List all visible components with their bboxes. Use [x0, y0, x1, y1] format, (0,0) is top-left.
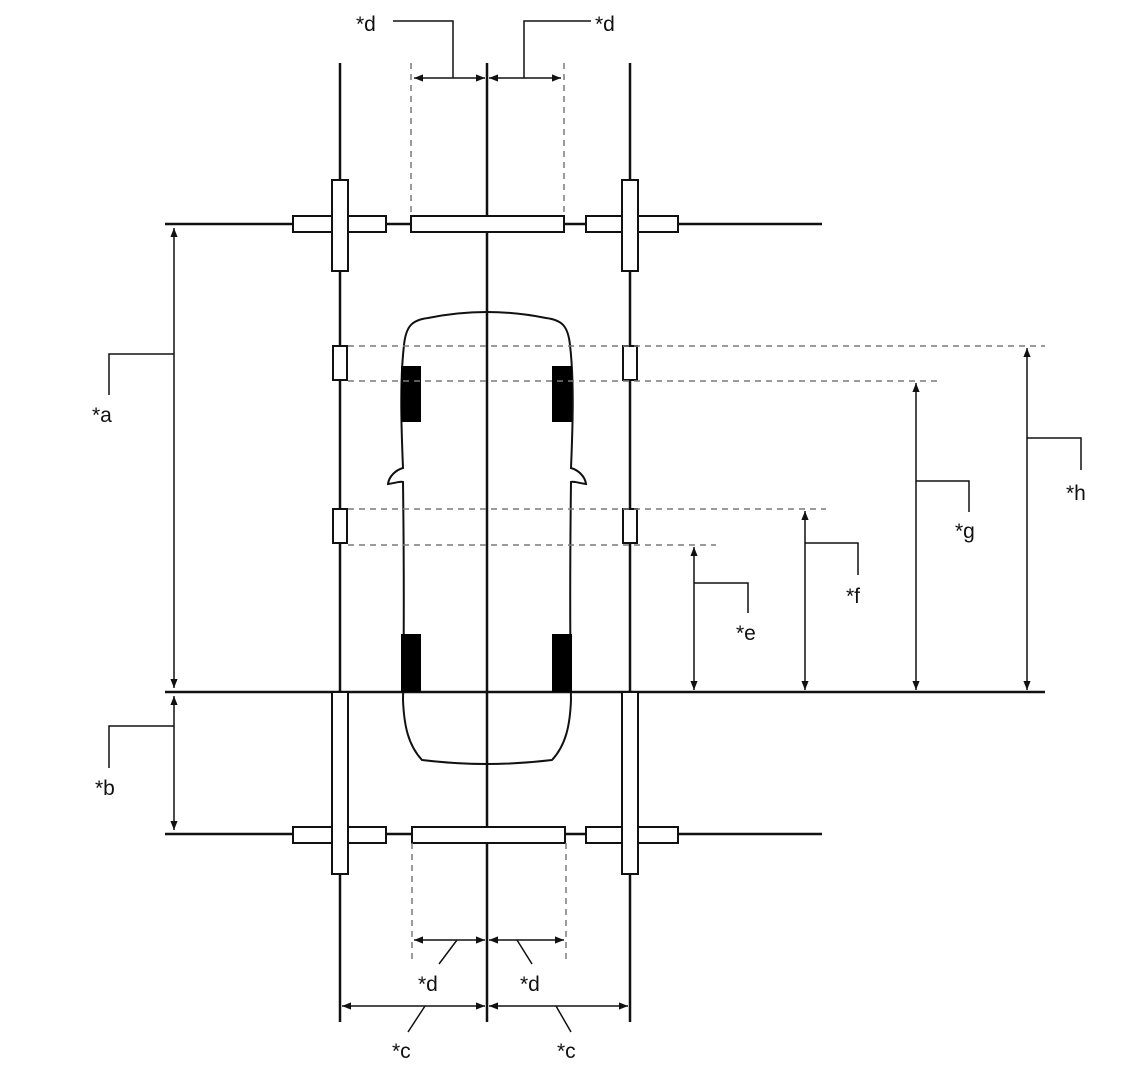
marker-block-left-lower [332, 508, 348, 544]
marker-block-left-upper [332, 345, 348, 381]
dashed-reference-lines [348, 63, 1045, 960]
label-d-top-left: *d [356, 13, 376, 36]
marker-block-right-lower [622, 508, 638, 544]
reference-lines [165, 63, 1045, 1022]
label-c-right: *c [557, 1040, 576, 1063]
leader-e [694, 582, 749, 613]
label-h: *h [1066, 482, 1086, 505]
leader-d-top-left [393, 20, 454, 78]
top-center-bar [410, 215, 565, 233]
plates [292, 179, 679, 875]
dimension-labels: *a *b *c *c *d *d *d *d *e *f *g *h [92, 13, 1086, 1063]
bottom-center-bar [411, 826, 566, 844]
leader-h [1027, 437, 1082, 470]
vehicle [386, 311, 588, 765]
dimension-arrows [170, 74, 1031, 1010]
label-g: *g [955, 520, 975, 543]
leader-d-top-right [523, 20, 591, 78]
label-d-top-right: *d [595, 13, 615, 36]
label-e: *e [736, 622, 756, 645]
bottom-right-cross-vertical [621, 691, 639, 875]
leader-d-bottom-left [438, 939, 458, 965]
leader-c-right [555, 1005, 572, 1033]
rear-left-tire [401, 634, 421, 692]
front-left-tire [401, 366, 421, 422]
leader-d-bottom-right [516, 939, 533, 965]
vehicle-body-outline [386, 311, 588, 765]
leader-g [916, 480, 970, 512]
label-d-bottom-left: *d [418, 973, 438, 996]
rear-right-tire [552, 634, 572, 692]
leader-a [108, 353, 174, 395]
front-right-tire [552, 366, 572, 422]
leader-c-left [407, 1005, 426, 1033]
marker-block-right-upper [622, 345, 638, 381]
label-b: *b [95, 777, 115, 800]
leader-b [108, 725, 174, 768]
label-d-bottom-right: *d [520, 973, 540, 996]
top-left-cross-vertical [331, 179, 349, 272]
label-f: *f [846, 585, 860, 608]
label-a: *a [92, 404, 112, 427]
top-right-cross-vertical [621, 179, 639, 272]
label-c-left: *c [392, 1040, 411, 1063]
leader-f [805, 542, 859, 575]
bottom-left-cross-vertical [331, 691, 349, 875]
leader-lines [108, 20, 1082, 1033]
